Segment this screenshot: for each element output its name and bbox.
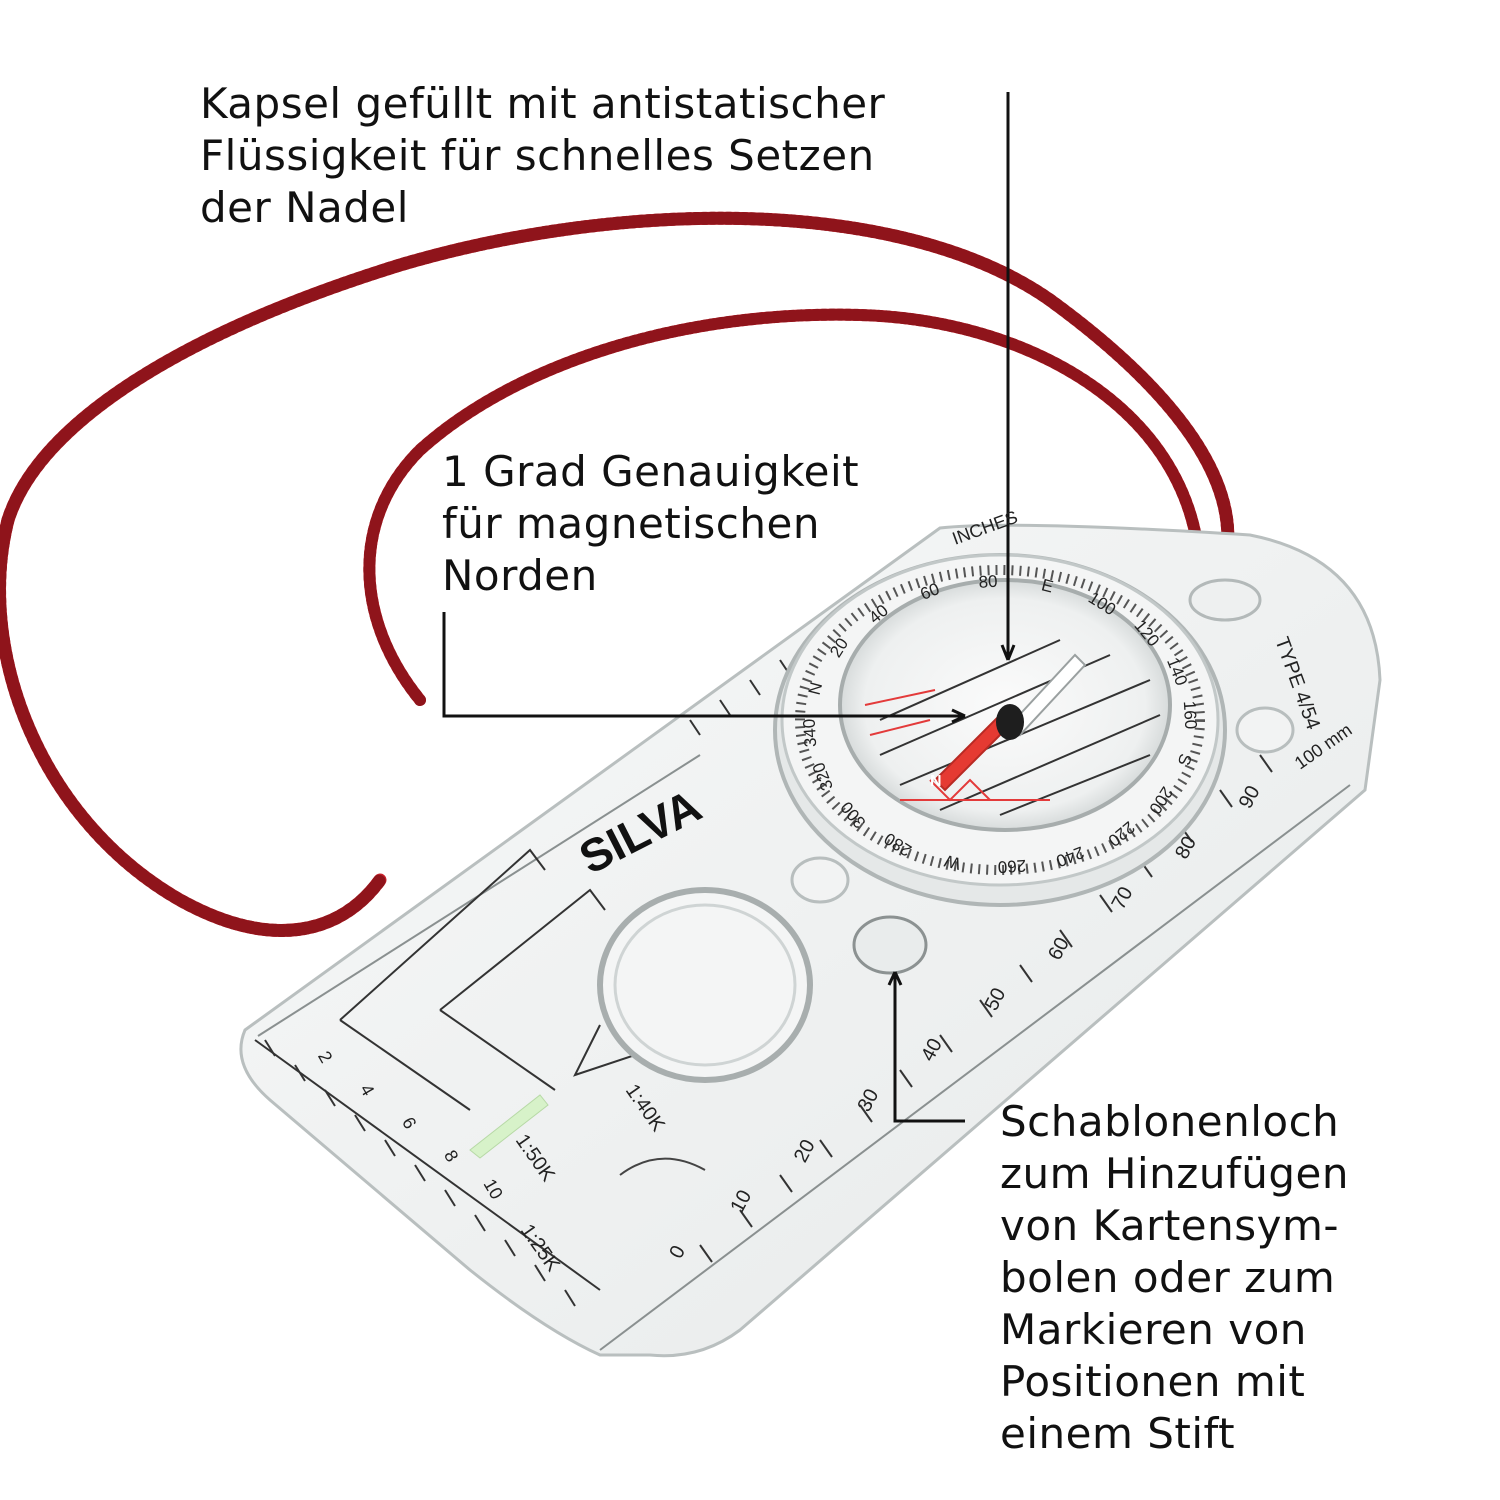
callout-lines xyxy=(442,92,1016,1123)
annotation-capsule: Kapsel gefüllt mit antistatischer Flüssi… xyxy=(200,78,885,234)
annotation-template-line: zum Hinzufügen xyxy=(1000,1149,1349,1198)
annotation-template-line: Schablonenloch xyxy=(1000,1097,1340,1146)
compass-capsule xyxy=(838,578,1172,832)
annotation-capsule-line: der Nadel xyxy=(200,183,409,232)
annotation-template-hole: Schablonenloch zum Hinzufügen von Karten… xyxy=(1000,1096,1349,1460)
bezel-number: 160 xyxy=(1180,700,1201,730)
needle-north-label: N xyxy=(930,773,942,790)
annotation-accuracy-line: Norden xyxy=(442,551,598,600)
annotation-template-line: Markieren von xyxy=(1000,1305,1307,1354)
annotation-template-line: Positionen mit xyxy=(1000,1357,1306,1406)
annotation-template-line: von Kartensym- xyxy=(1000,1201,1340,1250)
annotation-capsule-line: Flüssigkeit für schnelles Setzen xyxy=(200,131,875,180)
annotation-capsule-line: Kapsel gefüllt mit antistatischer xyxy=(200,79,886,128)
annotation-template-line: bolen oder zum xyxy=(1000,1253,1336,1302)
bezel-number: 340 xyxy=(800,718,821,748)
compass-needle xyxy=(933,653,1087,792)
bezel-number: 260 xyxy=(997,856,1027,877)
bezel-number: E xyxy=(1040,575,1056,596)
bezel-number: S xyxy=(1174,752,1195,768)
template-hole xyxy=(852,915,928,975)
annotation-template-line: einem Stift xyxy=(1000,1409,1236,1458)
magnifier-lens xyxy=(597,887,813,1083)
bezel-number: W xyxy=(942,851,962,873)
annotation-accuracy-line: für magnetischen xyxy=(442,499,820,548)
compass-housing xyxy=(773,553,1227,907)
annotation-accuracy: 1 Grad Genauigkeit für magnetischen Nord… xyxy=(442,446,859,602)
bezel-number: 80 xyxy=(978,572,998,592)
bezel-number: N xyxy=(805,680,826,697)
annotation-accuracy-line: 1 Grad Genauigkeit xyxy=(442,447,860,496)
